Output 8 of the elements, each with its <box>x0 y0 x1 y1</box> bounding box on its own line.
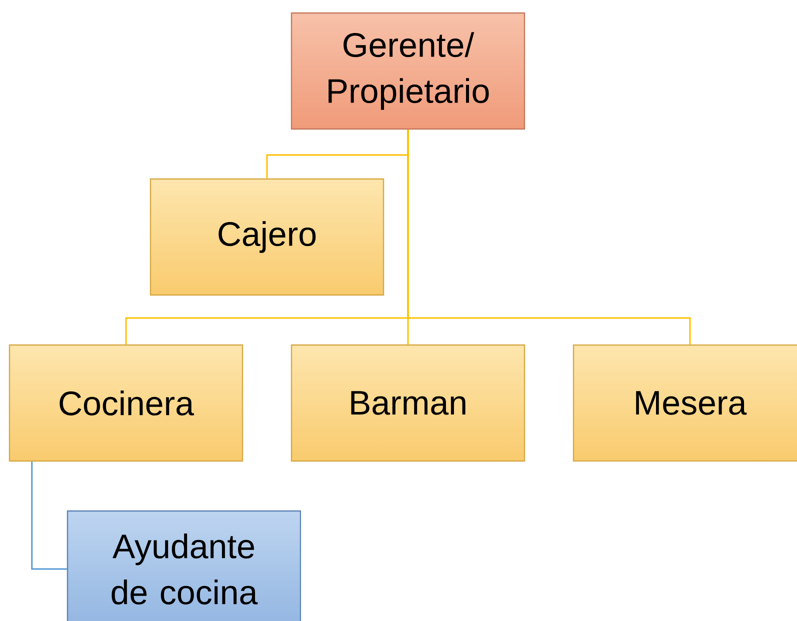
connector-line <box>407 130 691 344</box>
connector-line <box>31 462 67 570</box>
org-box: Cocinera <box>8 344 244 462</box>
org-box: Barman <box>290 344 526 462</box>
org-box: Cajero <box>150 178 384 296</box>
org-box: Gerente/ Propietario <box>290 12 526 130</box>
org-box: Ayudante de cocina <box>66 510 302 621</box>
org-box: Mesera <box>572 344 797 462</box>
